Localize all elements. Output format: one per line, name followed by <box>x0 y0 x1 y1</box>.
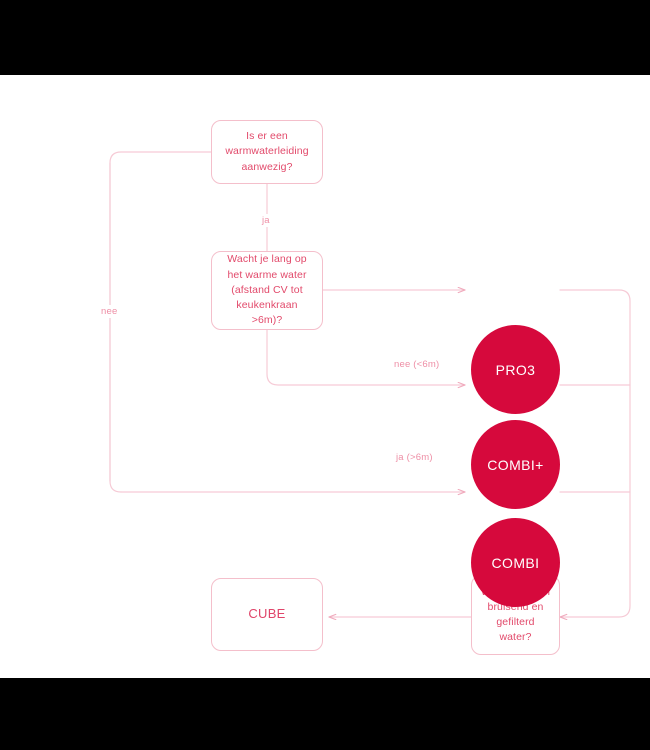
edge-right-bus <box>559 289 631 617</box>
letterbox-top-bar <box>0 0 650 75</box>
decision-warmwaterleiding[interactable]: Is er een warmwaterleiding aanwezig? <box>211 120 323 184</box>
edge-label-ja: ja <box>258 214 274 227</box>
letterbox-bottom-bar <box>0 678 650 750</box>
edge-wacht-to-combiplus <box>266 329 466 385</box>
result-pro3[interactable]: PRO3 <box>471 325 560 414</box>
edge-label-nee-under-6m: nee (<6m) <box>390 358 444 371</box>
connector-lines <box>109 151 631 678</box>
flowchart-diagram: Is er een warmwaterleiding aanwezig? Wac… <box>0 75 650 678</box>
result-combi-plus[interactable]: COMBI+ <box>471 420 560 509</box>
edge-label-ja-over-6m: ja (>6m) <box>392 451 437 464</box>
result-combi[interactable]: COMBI <box>471 518 560 607</box>
edge-warmwater-nee-bus <box>109 151 212 493</box>
result-cube[interactable]: CUBE <box>211 578 323 651</box>
edge-label-nee: nee <box>97 305 122 318</box>
decision-wacht-warm-water[interactable]: Wacht je lang op het warme water (afstan… <box>211 251 323 330</box>
